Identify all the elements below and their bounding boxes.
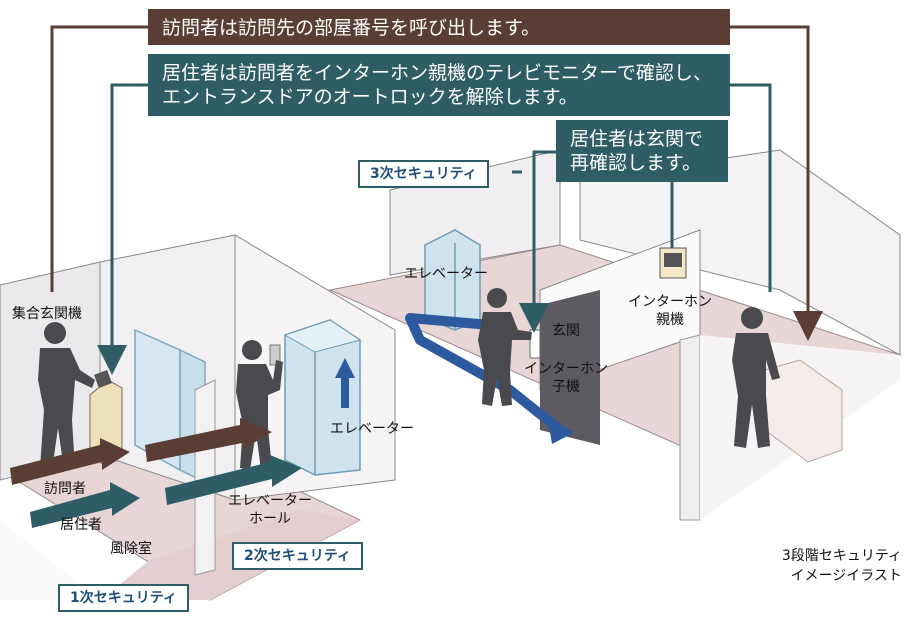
callout-reconfirm-line1: 居住者は玄関で [570, 128, 704, 150]
tag-second-security: 2次セキュリティ [232, 542, 363, 570]
label-intercom-main: インターホン 親機 [624, 293, 716, 329]
label-intercom-sub: インターホン 子機 [520, 360, 612, 396]
label-visitor: 訪問者 [44, 481, 86, 497]
label-windbreak-room: 風除室 [110, 541, 152, 557]
tag-first-security: 1次セキュリティ [58, 584, 189, 612]
caption-line1: 3段階セキュリティ [781, 548, 902, 564]
label-intercom-sub-line1: インターホン [524, 361, 608, 377]
callout-reconfirm: 居住者は玄関で 再確認します。 [556, 120, 728, 182]
callout-reconfirm-line2: 再確認します。 [570, 152, 702, 174]
callout-visitor-calls-text: 訪問者は訪問先の部屋番号を呼び出します。 [162, 17, 541, 39]
callout-resident-confirm-line2: エントランスドアのオートロックを解除します。 [162, 86, 578, 108]
label-intercom-main-line1: インターホン [628, 294, 712, 310]
callout-visitor-calls: 訪問者は訪問先の部屋番号を呼び出します。 [148, 9, 730, 45]
callout-resident-confirm-line1: 居住者は訪問者をインターホン親機のテレビモニターで確認し、 [162, 62, 712, 84]
label-intercom-sub-line2: 子機 [552, 379, 580, 395]
label-elevator-hall-line2: ホール [249, 511, 291, 527]
right-building [328, 149, 902, 521]
caption-line2: イメージイラスト [790, 568, 902, 584]
label-entrance-panel: 集合玄関機 [12, 306, 82, 322]
label-entrance-door: 玄関 [552, 323, 580, 339]
label-intercom-main-line2: 親機 [656, 312, 684, 328]
label-elevator-hall-line1: エレベーター [228, 493, 312, 509]
connector-lines [50, 25, 823, 375]
callout-resident-confirm: 居住者は訪問者をインターホン親機のテレビモニターで確認し、 エントランスドアのオ… [148, 54, 730, 116]
label-resident: 居住者 [60, 517, 102, 533]
label-elevator-right: エレベーター [404, 266, 488, 282]
label-elevator-hall: エレベーター ホール [220, 492, 320, 528]
label-elevator-left: エレベーター [330, 421, 414, 437]
caption: 3段階セキュリティ イメージイラスト [742, 546, 902, 586]
tag-third-security: 3次セキュリティ [358, 160, 489, 188]
